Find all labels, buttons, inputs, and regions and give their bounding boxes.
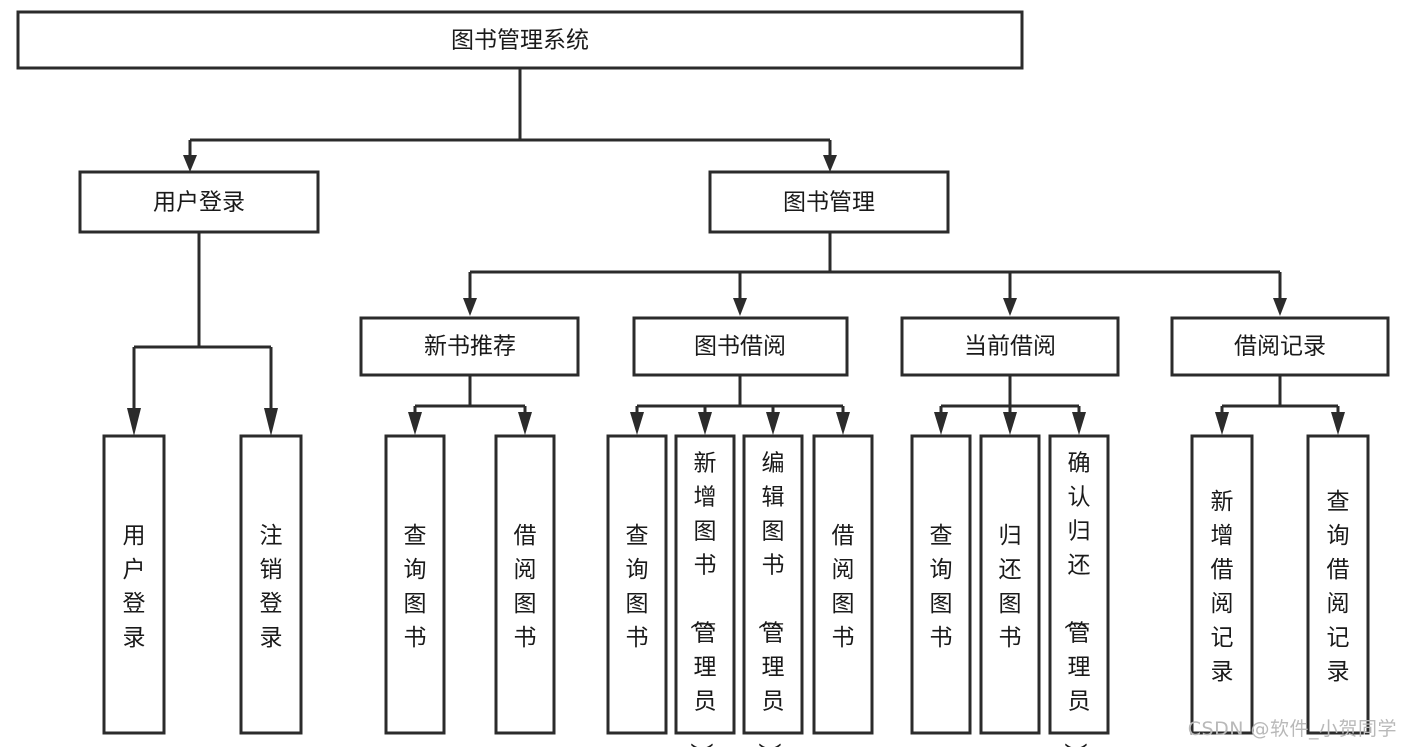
arrow-nb-l [408,412,422,435]
node-leaf-box [1048,434,1110,735]
node-current-borrow-label: 当前借阅 [964,334,1056,360]
edge-group-book-manage [463,232,1287,316]
arrow-bb-3 [766,412,780,435]
node-leaf-label: 借阅图书 [832,523,855,651]
arrow-bm-to-borrow [733,298,747,316]
node-leaf-label: 新增图书（管理员） [688,451,717,747]
node-leaf-query-book-3[interactable]: 查询图书 [910,434,972,735]
node-leaf-user-login[interactable]: 用户登录 [102,434,166,735]
arrow-bb-4 [836,412,850,435]
arrow-ul-right [264,408,278,436]
node-user-login-box [78,170,320,234]
node-leaf-box [239,434,303,735]
node-borrow-record-label: 借阅记录 [1234,334,1326,360]
node-leaf-label: 用户登录 [123,523,146,651]
arrow-nb-r [518,412,532,435]
arrow-ul-left [127,408,141,436]
node-user-login-label: 用户登录 [153,190,245,216]
node-leaf-confirm-return[interactable]: 确认归还（管理员） [1048,434,1110,747]
node-borrow-record[interactable]: 借阅记录 [1170,316,1390,377]
arrow-bm-to-record [1273,298,1287,316]
node-root-box [16,10,1024,70]
edge-group-new-book [408,375,532,435]
arrow-root-to-book-manage [823,155,837,172]
arrow-bm-to-current [1003,298,1017,316]
arrow-br-l [1215,412,1229,435]
node-leaf-box [1306,434,1370,735]
node-leaf-box [742,434,804,735]
arrow-cb-2 [1003,412,1017,435]
node-book-manage-box [708,170,950,234]
edge-group-user-login [127,232,278,436]
node-leaf-logout[interactable]: 注销登录 [239,434,303,735]
arrow-root-to-user-login [183,155,197,172]
node-leaf-label: 归还图书 [999,523,1022,651]
node-leaf-label: 查询图书 [404,523,427,651]
node-leaf-label: 查询图书 [930,523,953,651]
node-leaf-box [606,434,668,735]
node-leaf-box [910,434,972,735]
node-leaf-box [979,434,1041,735]
edge-group-book-borrow [630,375,850,435]
csdn-watermark: CSDN @软件_小贺同学 [1187,718,1397,740]
edge-group-current-borrow [934,375,1086,435]
node-leaf-label: 编辑图书（管理员） [756,451,785,747]
node-book-borrow[interactable]: 图书借阅 [632,316,849,377]
node-new-book-box [359,316,580,377]
arrow-bb-2 [698,412,712,435]
node-leaf-query-book-2[interactable]: 查询图书 [606,434,668,735]
node-leaf-query-borrow-record[interactable]: 查询借阅记录 [1306,434,1370,735]
node-leaf-add-borrow-record[interactable]: 新增借阅记录 [1190,434,1254,735]
node-leaf-return-book[interactable]: 归还图书 [979,434,1041,735]
node-leaf-label: 借阅图书 [514,523,537,651]
arrow-br-r [1331,412,1345,435]
node-leaf-box [1190,434,1254,735]
arrow-cb-1 [934,412,948,435]
node-new-book-recommend[interactable]: 新书推荐 [359,316,580,377]
node-root-system[interactable]: 图书管理系统 [16,10,1024,70]
node-new-book-label: 新书推荐 [424,334,516,360]
node-leaf-box [102,434,166,735]
arrow-bb-1 [630,412,644,435]
node-leaf-label: 查询图书 [626,523,649,651]
node-leaf-add-book[interactable]: 新增图书（管理员） [674,434,736,747]
node-leaf-box [494,434,556,735]
node-leaf-box [384,434,446,735]
node-leaf-label: 新增借阅记录 [1211,489,1234,685]
node-book-manage[interactable]: 图书管理 [708,170,950,234]
node-leaf-label: 查询借阅记录 [1327,489,1350,685]
node-borrow-record-box [1170,316,1390,377]
edge-group-root [183,68,837,172]
node-leaf-query-book-1[interactable]: 查询图书 [384,434,446,735]
node-leaf-box [674,434,736,735]
node-user-login[interactable]: 用户登录 [78,170,320,234]
node-book-manage-label: 图书管理 [783,190,875,216]
arrow-cb-3 [1072,412,1086,435]
node-book-borrow-box [632,316,849,377]
node-leaf-borrow-book-2[interactable]: 借阅图书 [812,434,874,735]
edge-group-borrow-record [1215,375,1345,435]
node-leaf-borrow-book-1[interactable]: 借阅图书 [494,434,556,735]
node-book-borrow-label: 图书借阅 [694,334,786,360]
node-root-label: 图书管理系统 [451,28,589,54]
node-leaf-label: 注销登录 [260,523,283,651]
node-leaf-box [812,434,874,735]
node-leaf-edit-book[interactable]: 编辑图书（管理员） [742,434,804,747]
node-current-borrow-box [900,316,1120,377]
node-current-borrow[interactable]: 当前借阅 [900,316,1120,377]
node-leaf-label: 确认归还（管理员） [1062,451,1091,747]
arrow-bm-to-new [463,298,477,316]
